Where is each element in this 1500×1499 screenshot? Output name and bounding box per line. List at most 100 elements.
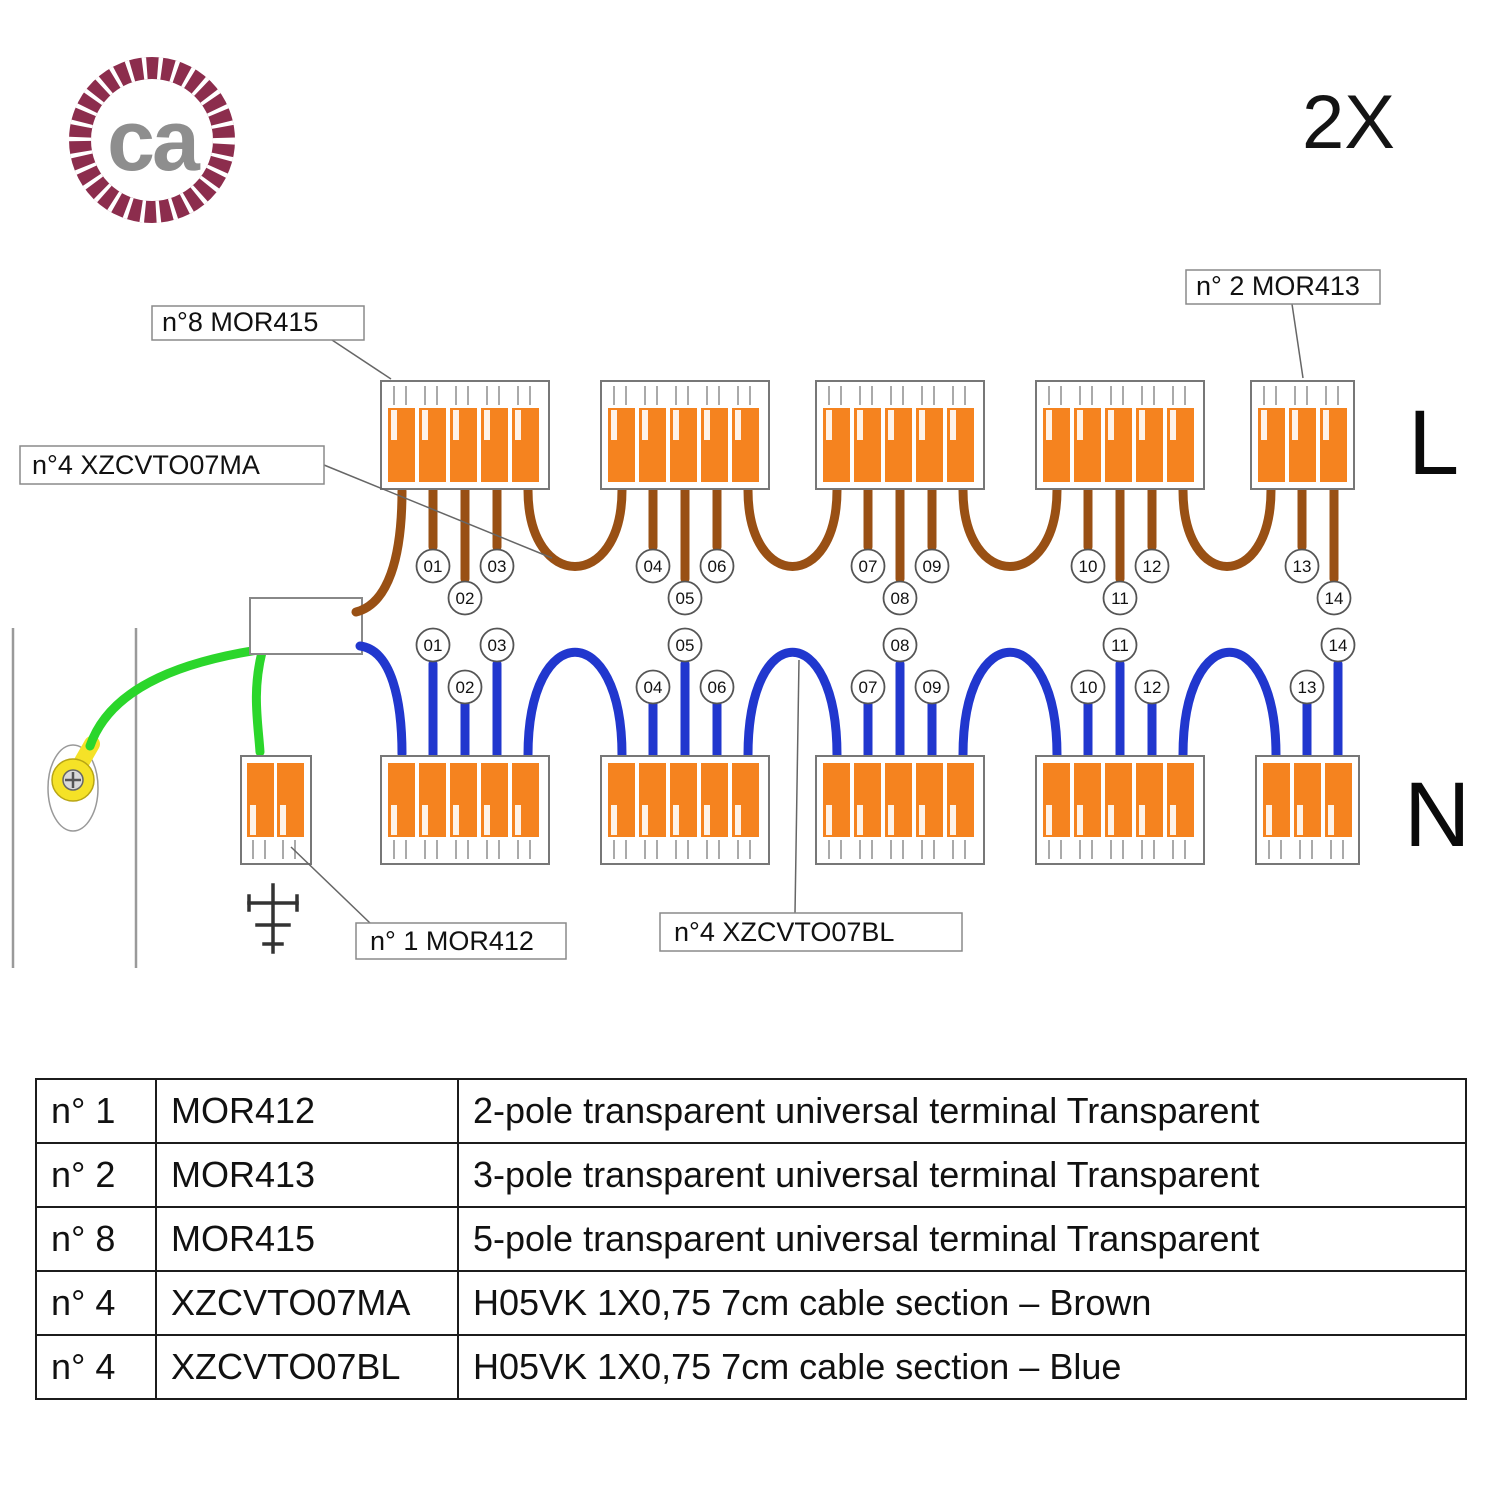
- wire-number-badge: 04: [635, 548, 671, 584]
- wire-number-badge: 12: [1134, 669, 1170, 705]
- green-wire: [251, 647, 267, 757]
- wire-number-badge: 06: [699, 548, 735, 584]
- callout-box: [1185, 269, 1381, 305]
- callout-label: n°4 XZCVTO07MA: [32, 450, 260, 480]
- callout-leader: [323, 464, 553, 559]
- callout-box: [355, 922, 567, 960]
- wire-number-badge: 03: [479, 548, 515, 584]
- svg-text:13: 13: [1298, 678, 1317, 697]
- callout-label: n° 2 MOR413: [1196, 271, 1360, 301]
- svg-text:01: 01: [424, 557, 443, 576]
- svg-text:03: 03: [488, 636, 507, 655]
- svg-text:07: 07: [859, 678, 878, 697]
- wire-number-badge: 14: [1316, 580, 1352, 616]
- wire-number-badge: 13: [1284, 548, 1320, 584]
- quantity-label: 2X: [1302, 80, 1395, 165]
- wire-number-badge: 10: [1070, 548, 1106, 584]
- terminal-block-2pole-earth: [241, 756, 311, 864]
- wire-number-badge: 06: [699, 669, 735, 705]
- svg-text:05: 05: [676, 636, 695, 655]
- terminal-block-5pole-neutral-4: [1036, 756, 1204, 864]
- svg-text:02: 02: [456, 678, 475, 697]
- part-code: MOR412: [155, 1078, 459, 1144]
- part-code: MOR415: [155, 1206, 459, 1272]
- wire-number-badge: 11: [1102, 627, 1138, 663]
- callout-mor413: n° 2 MOR413: [1185, 269, 1381, 379]
- part-qty: n° 1: [35, 1078, 157, 1144]
- callout-label: n°4 XZCVTO07BL: [674, 917, 894, 947]
- blue-wire: [1178, 647, 1281, 760]
- table-row: n° 4 XZCVTO07BL H05VK 1X0,75 7cm cable s…: [35, 1334, 1467, 1400]
- wire-number-badge: 08: [882, 580, 918, 616]
- wire-number-badge: 10: [1070, 669, 1106, 705]
- part-code: XZCVTO07MA: [155, 1270, 459, 1336]
- svg-text:03: 03: [488, 557, 507, 576]
- wire-number-badge: 09: [914, 669, 950, 705]
- earth-eyelet-terminal: [47, 736, 100, 832]
- svg-text:07: 07: [859, 557, 878, 576]
- callout-leader: [1291, 303, 1304, 379]
- blue-wire: [523, 647, 627, 760]
- part-desc: H05VK 1X0,75 7cm cable section – Blue: [457, 1334, 1467, 1400]
- wire-number-badge: 07: [850, 669, 886, 705]
- terminal-block-5pole-line-4: [1036, 381, 1204, 489]
- callout-leader: [290, 846, 371, 924]
- neutral-bus-label: N: [1404, 764, 1470, 866]
- svg-text:09: 09: [923, 678, 942, 697]
- part-desc: 5-pole transparent universal terminal Tr…: [457, 1206, 1467, 1272]
- part-desc: H05VK 1X0,75 7cm cable section – Brown: [457, 1270, 1467, 1336]
- svg-text:14: 14: [1329, 636, 1348, 655]
- svg-text:04: 04: [644, 678, 663, 697]
- part-code: MOR413: [155, 1142, 459, 1208]
- svg-text:12: 12: [1143, 557, 1162, 576]
- part-qty: n° 2: [35, 1142, 157, 1208]
- part-qty: n° 4: [35, 1270, 157, 1336]
- svg-text:11: 11: [1111, 636, 1129, 655]
- svg-text:05: 05: [676, 589, 695, 608]
- svg-text:13: 13: [1293, 557, 1312, 576]
- earth-symbol-icon: [247, 883, 299, 954]
- brown-wire: [743, 485, 842, 571]
- line-bus-label: L: [1408, 392, 1459, 494]
- callout-label: n°8 MOR415: [162, 307, 318, 337]
- callout-box: [151, 305, 365, 341]
- wire-number-badge: 04: [635, 669, 671, 705]
- terminal-block-3pole-line: [1251, 381, 1354, 489]
- wiring-diagram: ca 2X: [11, 57, 1470, 968]
- logo-rope-twist-icon: [69, 57, 235, 223]
- wire-number-badge: 02: [447, 580, 483, 616]
- callout-label: n° 1 MOR412: [370, 926, 534, 956]
- callout-mor415: n°8 MOR415: [151, 305, 392, 380]
- svg-text:12: 12: [1143, 678, 1162, 697]
- svg-text:14: 14: [1325, 589, 1344, 608]
- part-desc: 3-pole transparent universal terminal Tr…: [457, 1142, 1467, 1208]
- parts-table: n° 1 MOR412 2-pole transparent universal…: [35, 1078, 1467, 1400]
- callout-mor412: n° 1 MOR412: [290, 846, 567, 960]
- svg-text:06: 06: [708, 557, 727, 576]
- terminal-block-3pole-neutral: [1256, 756, 1359, 864]
- svg-text:08: 08: [891, 589, 910, 608]
- table-row: n° 2 MOR413 3-pole transparent universal…: [35, 1142, 1467, 1208]
- terminal-block-5pole-neutral-3: [816, 756, 984, 864]
- svg-text:09: 09: [923, 557, 942, 576]
- brand-logo: ca: [69, 57, 235, 223]
- cable-entry-box: [249, 597, 363, 655]
- wire-number-badge: 08: [882, 627, 918, 663]
- svg-text:10: 10: [1079, 557, 1098, 576]
- blue-wire: [743, 647, 842, 760]
- terminal-block-5pole-neutral-2: [601, 756, 769, 864]
- part-qty: n° 8: [35, 1206, 157, 1272]
- callout-box: [19, 445, 325, 485]
- brown-wire: [958, 485, 1062, 571]
- wire-number-badge: 03: [479, 627, 515, 663]
- wire-number-badge: 14: [1320, 627, 1356, 663]
- terminal-block-5pole-neutral-1: [381, 756, 549, 864]
- callout-xzcvto07ma: n°4 XZCVTO07MA: [19, 445, 553, 559]
- part-code: XZCVTO07BL: [155, 1334, 459, 1400]
- terminal-block-5pole-line-2: [601, 381, 769, 489]
- wire-number-badge: 05: [667, 627, 703, 663]
- svg-text:06: 06: [708, 678, 727, 697]
- wire-number-badge: 01: [415, 548, 451, 584]
- svg-text:02: 02: [456, 589, 475, 608]
- blue-wire: [355, 641, 407, 759]
